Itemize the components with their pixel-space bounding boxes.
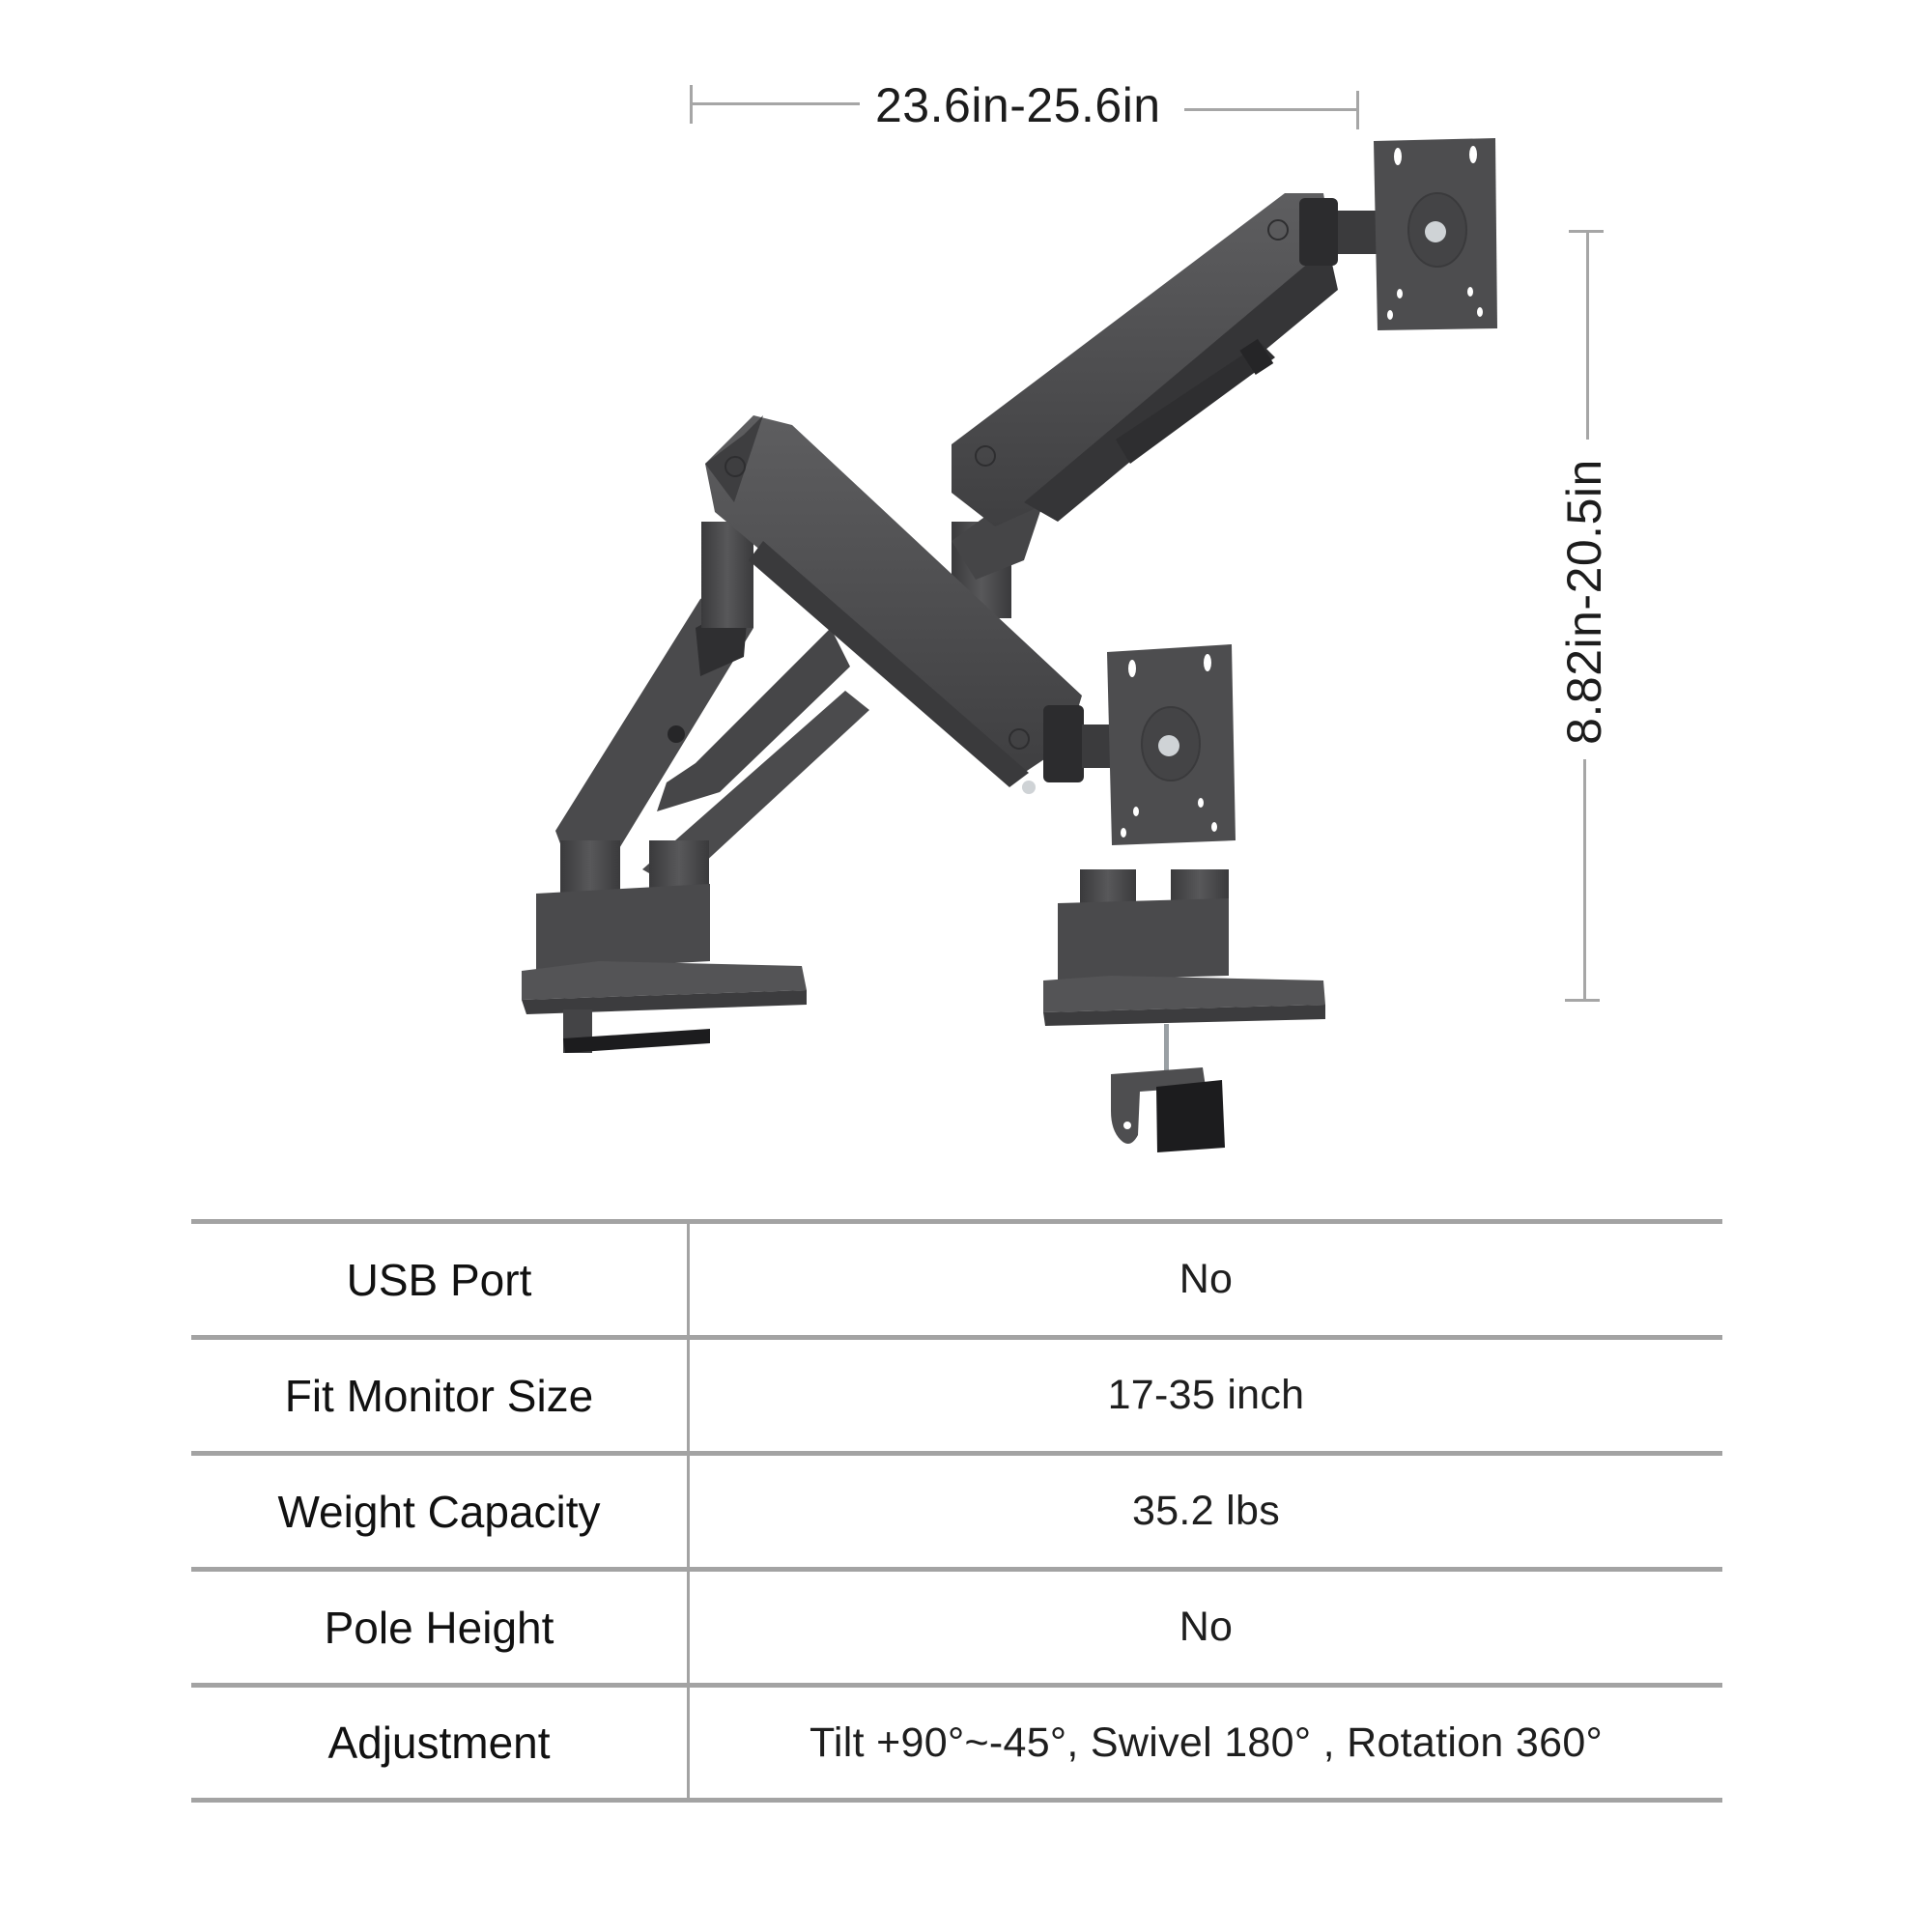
spec-label: Weight Capacity xyxy=(191,1456,690,1567)
width-dimension-line-right xyxy=(1184,108,1358,111)
spec-row-weight-capacity: Weight Capacity 35.2 lbs xyxy=(191,1451,1722,1567)
spec-row-fit-monitor-size: Fit Monitor Size 17-35 inch xyxy=(191,1335,1722,1451)
spec-row-usb-port: USB Port No xyxy=(191,1219,1722,1335)
spec-row-adjustment: Adjustment Tilt +90°~-45°, Swivel 180° ,… xyxy=(191,1683,1722,1803)
lower-arm xyxy=(555,415,1236,889)
spec-row-pole-height: Pole Height No xyxy=(191,1567,1722,1683)
width-dimension-line-left xyxy=(690,102,868,105)
spec-value: No xyxy=(1179,1604,1234,1650)
dual-monitor-arm-illustration xyxy=(522,138,1497,1152)
height-dimension-line-top xyxy=(1586,232,1589,440)
left-base-clamp xyxy=(522,840,807,1053)
height-dimension-bottom-tick xyxy=(1565,999,1600,1002)
right-base-clamp xyxy=(1043,869,1325,1152)
spec-value: No xyxy=(1179,1256,1234,1302)
spec-table: USB Port No Fit Monitor Size 17-35 inch … xyxy=(191,1219,1722,1803)
spec-value: 35.2 lbs xyxy=(1131,1488,1280,1534)
height-dimension-line-bottom xyxy=(1583,759,1586,1001)
spec-label: Fit Monitor Size xyxy=(191,1340,690,1451)
width-dimension-right-tick xyxy=(1356,91,1359,129)
spec-label: Adjustment xyxy=(191,1688,690,1798)
spec-label: USB Port xyxy=(191,1224,690,1335)
spec-value: 17-35 inch xyxy=(1107,1372,1305,1418)
height-dimension-top-tick xyxy=(1569,230,1604,233)
width-dimension-label: 23.6in-25.6in xyxy=(860,77,1177,133)
spec-label: Pole Height xyxy=(191,1572,690,1683)
upper-arm xyxy=(952,138,1497,618)
spec-value: Tilt +90°~-45°, Swivel 180° , Rotation 3… xyxy=(809,1719,1604,1766)
